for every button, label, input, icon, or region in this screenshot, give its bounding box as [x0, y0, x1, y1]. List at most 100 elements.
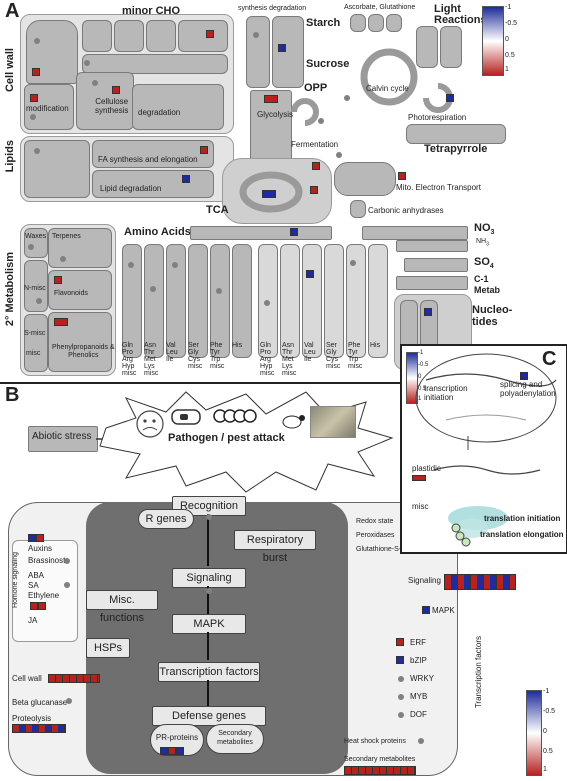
metabolite-dot [128, 262, 134, 268]
nh3-sub: 3 [486, 241, 489, 248]
defense-genes-node: Defense genes [152, 706, 266, 726]
lipid-degradation-box [92, 170, 214, 198]
minor-cho-box-6 [82, 54, 228, 74]
legend-b-tick: -0.5 [543, 708, 556, 715]
transcription-factors-node: Transcription factors [158, 662, 260, 682]
so4-arrow [404, 258, 468, 272]
pr-proteins-mark [160, 747, 168, 755]
pr-proteins-node: PR-proteins [150, 724, 204, 756]
mapk-right-label: MAPK [432, 606, 455, 615]
flow-arrow [207, 680, 209, 706]
s-misc-box [24, 314, 48, 372]
proteolysis-marks [12, 724, 66, 733]
hormone-dot [64, 582, 70, 588]
legend-b-tick: 1 [543, 766, 547, 773]
terpenes-box [48, 228, 112, 268]
fa-synthesis-box [92, 140, 214, 168]
secondary-metabolites-b-marks [344, 766, 416, 775]
ascorbate-box-2 [368, 14, 384, 32]
minor-cho-mark-1 [32, 68, 40, 76]
phenylpropanoids-mark [54, 318, 68, 326]
panel-b: B Abiotic stress Pathogen / pest attack … [0, 382, 567, 781]
aa-col-left-3 [166, 244, 186, 358]
tf-item: WRKY [410, 674, 434, 683]
legend-c [406, 352, 418, 404]
legend-c-tick: 0.5 [418, 386, 427, 392]
tf-label: Transcription factors [474, 636, 483, 709]
respiratory-burst-node: Respiratory burst [234, 530, 316, 564]
metabolite-dot [253, 32, 259, 38]
hormone-item: SA [28, 581, 39, 590]
abiotic-stress-box [28, 426, 98, 452]
glycolysis-box [250, 90, 292, 164]
light-reactions-label: Light Reactions [434, 3, 487, 26]
heat-shock-dot [418, 738, 424, 744]
light-reactions-box-1 [416, 26, 438, 68]
photorespiration-mark [446, 94, 454, 102]
cellulose-mark [112, 86, 120, 94]
misc-label: misc [26, 350, 41, 357]
mito-side-mark [312, 162, 320, 170]
translation-initiation-label: translation initiation [484, 514, 561, 523]
fa-synthesis-label: FA synthesis and elongation [98, 155, 198, 164]
aa-col-right-5 [346, 244, 366, 358]
nucleotides-mark [424, 308, 432, 316]
legend-b-tick: 0.5 [543, 748, 553, 755]
tf-item: MYB [410, 692, 428, 701]
flow-arrow [207, 632, 209, 660]
mapk-node: MAPK [172, 614, 246, 634]
legend-a-tick: 0 [505, 36, 509, 43]
legend-a [482, 6, 504, 76]
ascorbate-box-1 [350, 14, 366, 32]
hsps-node: HSPs [86, 638, 130, 658]
ethylene-mark-2 [38, 602, 46, 610]
degradation-label: degradation [138, 108, 181, 117]
flavonoids-mark [54, 276, 62, 284]
signaling-dot [206, 588, 212, 594]
metabolite-dot [336, 152, 342, 158]
hormone-signaling-label: Homone signaling [12, 552, 19, 609]
aa-col-right-label: Asn Thr Met Lys misc [282, 342, 297, 377]
legend-c-tick: -0.5 [418, 362, 429, 368]
legend-c-tick: 0 [418, 374, 422, 380]
mito-mark [398, 172, 406, 180]
carbonic-box [350, 200, 366, 218]
carbonic-label: Carbonic anhydrases [368, 206, 444, 215]
nematode-image [310, 406, 356, 438]
glycolysis-mark [264, 95, 278, 103]
signaling-right-marks [444, 574, 516, 590]
secondary-metabolites-node: Secondary metabolites [206, 724, 264, 754]
starch-synthesis-box [246, 16, 270, 88]
hormone-item: Ethylene [28, 591, 60, 600]
aa-col-right-2 [280, 244, 300, 358]
legend-c-tick: 1 [418, 396, 422, 402]
glycolysis-label: Glycolysis [257, 110, 294, 119]
photorespiration-label: Photorespiration [408, 113, 467, 122]
aa-col-left-label: Ser Gly Cys misc [188, 342, 203, 370]
degradation-box [132, 84, 224, 130]
aa-col-left-label: Val Leu Ile [166, 342, 178, 363]
metabolite-dot [216, 288, 222, 294]
aa-col-left-6 [232, 244, 252, 358]
flow-arrow [207, 514, 209, 566]
amino-acids-label: Amino Acids [124, 226, 191, 238]
photorespiration-cycle-icon [423, 83, 453, 113]
metabolite-dot [30, 114, 36, 120]
hormone-dot [64, 558, 70, 564]
metabolite-dot [318, 118, 324, 124]
metabolite-dot [34, 148, 40, 154]
aa-col-right-label: Phe Tyr Trp misc [348, 342, 363, 370]
signaling-node: Signaling [172, 568, 246, 588]
signaling-right-label: Signaling [408, 576, 441, 585]
secondary-metabolites-b-label: Secondary metabolites [344, 756, 416, 763]
calvin-cycle-label: Calvin cycle [366, 84, 409, 93]
mapk-right-mark [422, 606, 430, 614]
hormone-item: Brassinost. [28, 556, 68, 565]
aa-col-right-label: His [370, 342, 381, 349]
nh3-label: NH3 [476, 238, 489, 247]
no3-text: NO [474, 222, 491, 234]
flow-arrow [207, 586, 209, 614]
legend-a-tick: 1 [505, 66, 509, 73]
panel-a: A Cell wall minor CHO modification Cellu… [0, 0, 567, 382]
c1-box [396, 276, 468, 290]
